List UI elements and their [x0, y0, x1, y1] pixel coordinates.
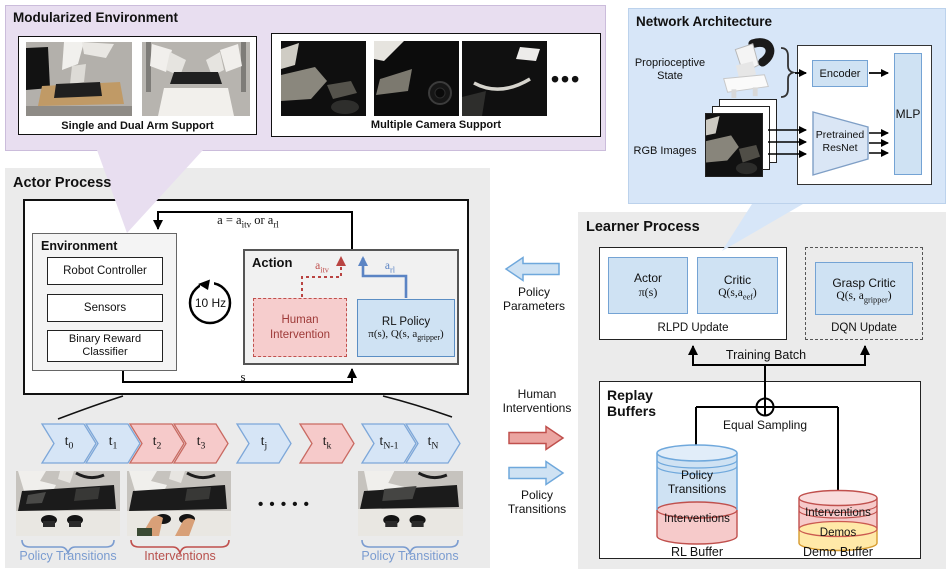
rlpd-update-label: RLPD Update — [657, 322, 729, 334]
grasp-critic-formula: Q(s, agripper) — [836, 289, 892, 304]
equal-sampling-label: Equal Sampling — [722, 418, 808, 432]
a-rl-label: arl — [384, 260, 396, 275]
rl-policy-formula: π(s), Q(s, agripper) — [368, 328, 444, 343]
rate-label: 10 Hz — [194, 296, 227, 310]
photo-camera-view-3 — [462, 41, 547, 116]
policy-parameters-label: Policy Parameters — [502, 285, 566, 314]
camera-support-caption: Multiple Camera Support — [370, 119, 502, 131]
rgb-sheet-front-photo — [705, 113, 763, 177]
intervention-scene-illustration — [127, 471, 231, 536]
actor-process-title: Actor Process — [13, 175, 112, 191]
rl-buffer-policy-label: Policy Transitions — [667, 468, 727, 497]
learner-process-title: Learner Process — [586, 219, 700, 235]
policy-transitions-label: Policy Transitions — [507, 488, 567, 517]
replay-buffers-title: Replay Buffers — [607, 387, 657, 420]
dual-arm-illustration — [142, 42, 250, 116]
timeline-step-tn: tN — [427, 433, 439, 452]
critic-network-box: Critic Q(s,aeef) — [697, 257, 778, 314]
lab-scene-2-illustration — [358, 471, 463, 536]
resnet-label: Pretrained ResNet — [815, 129, 865, 155]
actor-network-box: Actor π(s) — [608, 257, 688, 314]
timeline-step-t0: t0 — [64, 433, 74, 452]
timeline-step-tk: tk — [322, 433, 332, 452]
photo-intervention — [127, 471, 231, 536]
timeline-dots-icon: • • • • • — [258, 496, 310, 513]
demo-buffer-demos-label: Demos — [819, 527, 857, 539]
reward-classifier-box: Binary Reward Classifier — [47, 330, 163, 362]
arm-support-caption: Single and Dual Arm Support — [61, 120, 214, 132]
single-arm-illustration — [26, 42, 132, 116]
modularized-environment-title: Modularized Environment — [13, 10, 179, 25]
dqn-box — [805, 247, 923, 340]
mlp-label: MLP — [895, 107, 921, 121]
encoder-label: Encoder — [819, 67, 861, 80]
timeline-step-t2: t2 — [152, 433, 162, 452]
a-itv-label: aitv — [315, 260, 329, 275]
camera-view-3-illustration — [462, 41, 547, 116]
action-title: Action — [252, 255, 293, 270]
policy-parameters-arrow — [504, 256, 560, 282]
network-architecture-title: Network Architecture — [636, 14, 773, 29]
photo-policy-rollout-1 — [16, 471, 120, 536]
rl-buffer-caption: RL Buffer — [670, 545, 724, 559]
policy-transitions-arrow — [508, 460, 565, 486]
timeline-step-t1: t1 — [108, 433, 118, 452]
mlp-box: MLP — [894, 53, 922, 175]
encoder-box: Encoder — [812, 60, 868, 87]
timeline-step-tj: tj — [260, 433, 268, 452]
photo-single-arm — [26, 42, 132, 116]
training-batch-label: Training Batch — [725, 348, 807, 362]
robot-gripper-illustration — [723, 38, 775, 99]
camera-view-1-illustration — [281, 41, 366, 116]
camera-view-2-illustration — [374, 41, 459, 116]
photo-policy-rollout-2 — [358, 471, 463, 536]
dqn-update-label: DQN Update — [831, 322, 897, 334]
rgb-front-illustration — [706, 114, 762, 176]
photo-camera-view-1 — [281, 41, 366, 116]
gripper-image — [714, 36, 778, 100]
rgb-images-label: RGB Images — [633, 145, 697, 157]
rl-policy-box: RL Policy π(s), Q(s, agripper) — [357, 299, 455, 357]
human-interventions-label: Human Interventions — [502, 387, 572, 416]
human-intervention-box: Human Intervention — [253, 298, 347, 357]
environment-title: Environment — [41, 239, 118, 253]
grasp-critic-box: Grasp Critic Q(s, agripper) — [815, 262, 913, 315]
demo-buffer-caption: Demo Buffer — [803, 545, 873, 559]
group-label-policy-right: Policy Transitions — [361, 549, 459, 563]
robot-controller-box: Robot Controller — [47, 257, 163, 285]
action-equation: a = aitv or arl — [217, 213, 279, 230]
human-interventions-arrow — [508, 425, 565, 451]
lab-scene-1-illustration — [16, 471, 120, 536]
photo-dual-arm — [142, 42, 250, 116]
state-label: s — [240, 369, 246, 384]
sensors-box: Sensors — [47, 294, 163, 322]
group-label-interventions: Interventions — [144, 549, 216, 563]
proprioceptive-state-label: Proprioceptive State — [634, 57, 706, 83]
ellipsis-icon: ••• — [551, 66, 582, 92]
group-label-policy-left: Policy Transitions — [19, 549, 117, 563]
critic-formula: Q(s,aeef) — [718, 286, 757, 301]
photo-camera-view-2 — [374, 41, 459, 116]
rl-buffer-interventions-label: Interventions — [664, 513, 730, 525]
demo-buffer-interventions-label: Interventions — [805, 507, 871, 519]
timeline-step-t3: t3 — [196, 433, 206, 452]
timeline-step-tn1: tN-1 — [379, 433, 399, 452]
actor-formula: π(s) — [638, 285, 658, 299]
